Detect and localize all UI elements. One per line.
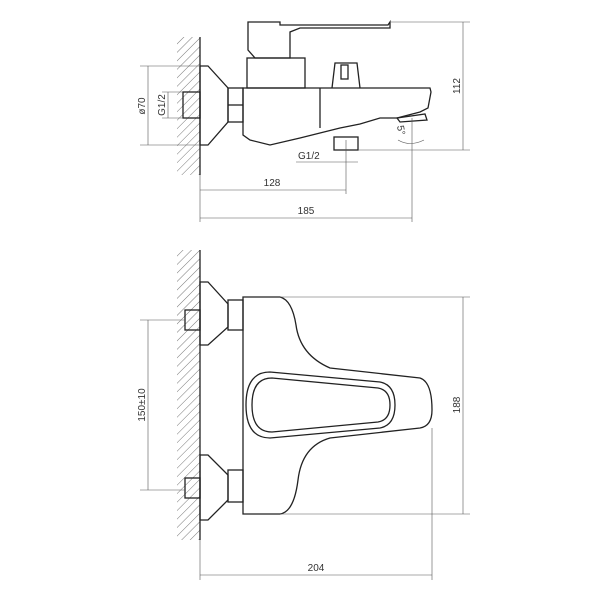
top-view: 150±10 188 204 bbox=[137, 250, 470, 580]
diverter-knob bbox=[331, 62, 361, 89]
total-depth-label: 185 bbox=[298, 206, 315, 217]
inlet-thread-label: G1/2 bbox=[157, 94, 168, 116]
escutcheon bbox=[199, 65, 229, 146]
side-view: ø70 G1/2 112 G1/2 128 185 5° bbox=[137, 19, 470, 222]
lower-nut bbox=[227, 469, 244, 503]
faucet-body-top bbox=[242, 296, 433, 515]
depth-label: 204 bbox=[308, 563, 325, 574]
faucet-body bbox=[242, 87, 432, 146]
height-label: 112 bbox=[452, 78, 463, 94]
lower-escutcheon bbox=[199, 454, 229, 521]
wall-hatch bbox=[177, 250, 200, 540]
outlet-thread-label: G1/2 bbox=[298, 151, 320, 162]
inlet-spacing-label: 150±10 bbox=[137, 388, 148, 422]
width-label: 188 bbox=[452, 396, 463, 413]
wall-hatch bbox=[177, 37, 200, 175]
upper-nut bbox=[227, 299, 244, 331]
outlet-offset-label: 128 bbox=[264, 178, 281, 189]
upper-escutcheon bbox=[199, 281, 229, 346]
lever-handle bbox=[247, 19, 391, 59]
cartridge-housing bbox=[246, 57, 306, 89]
spout-angle-label: 5° bbox=[394, 125, 406, 136]
aerator bbox=[395, 113, 428, 123]
flange-diameter-label: ø70 bbox=[137, 97, 148, 115]
lever-top bbox=[245, 371, 396, 439]
